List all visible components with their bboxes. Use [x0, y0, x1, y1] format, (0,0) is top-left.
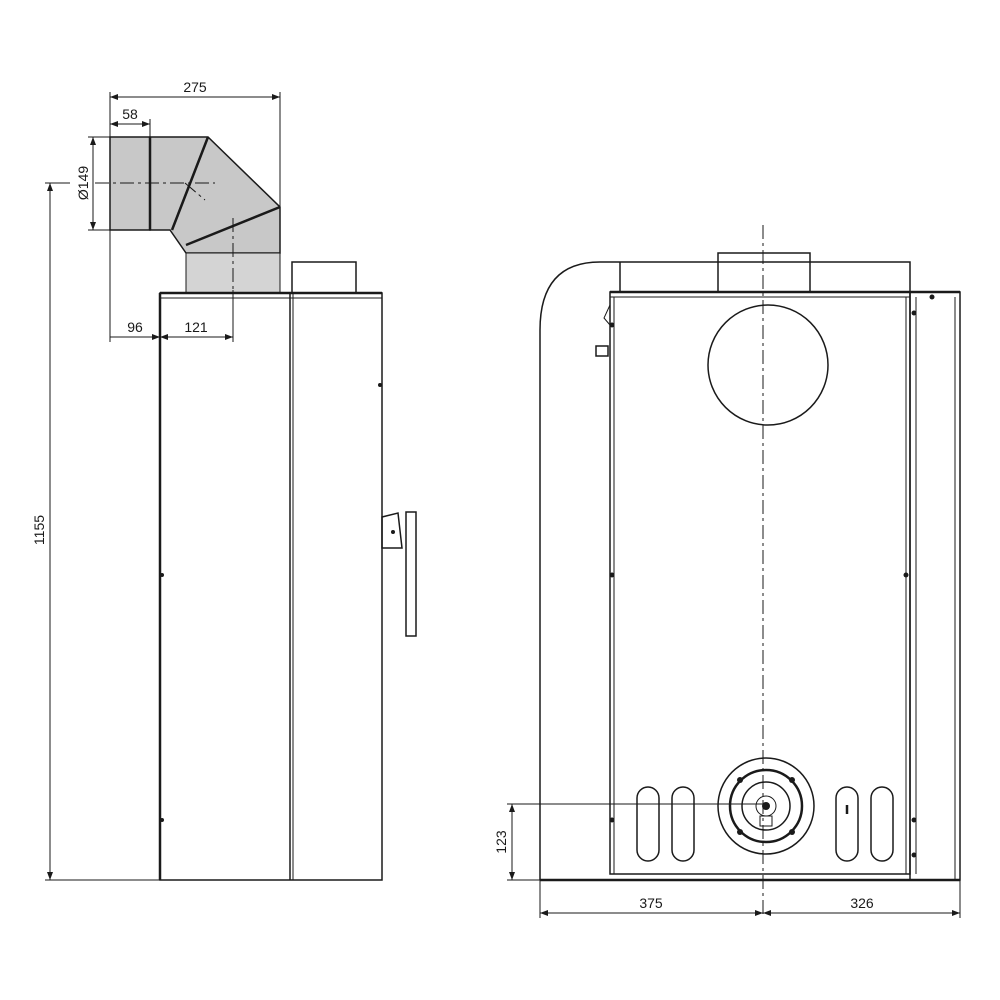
left-fixture [595, 345, 609, 357]
dim-text-375: 375 [639, 895, 663, 911]
dim-text-58: 58 [122, 106, 138, 122]
flue-outlet-circle [707, 304, 829, 426]
dimension-375-326: 375 326 [539, 880, 961, 918]
dimension-96-121: 96 121 [109, 230, 234, 342]
top-flue-collar [717, 252, 811, 293]
vent-slots [636, 786, 894, 862]
dim-text-diameter: Ø149 [75, 166, 91, 200]
stove-body-side [158, 261, 417, 881]
rear-panel [609, 291, 911, 875]
right-side-panel [909, 291, 961, 881]
dimension-diameter-149: Ø149 [75, 136, 110, 231]
dim-text-1155: 1155 [31, 515, 47, 545]
dim-text-275: 275 [183, 79, 207, 95]
door-handle [381, 511, 417, 637]
air-inlet-assembly [717, 757, 815, 855]
dimension-1155: 1155 [31, 182, 160, 881]
dim-text-121: 121 [184, 319, 208, 335]
dimension-123: 123 [493, 803, 766, 881]
dim-text-96: 96 [127, 319, 143, 335]
rear-view: 123 375 326 [493, 225, 961, 918]
dimension-58: 58 [110, 106, 151, 137]
dimension-275: 275 [109, 79, 281, 207]
dim-text-123: 123 [493, 830, 509, 854]
flue-elbow-pipe [95, 136, 281, 340]
dim-text-326: 326 [850, 895, 874, 911]
side-view: 275 58 Ø149 1155 [31, 79, 417, 881]
panel-rivets [609, 294, 935, 858]
